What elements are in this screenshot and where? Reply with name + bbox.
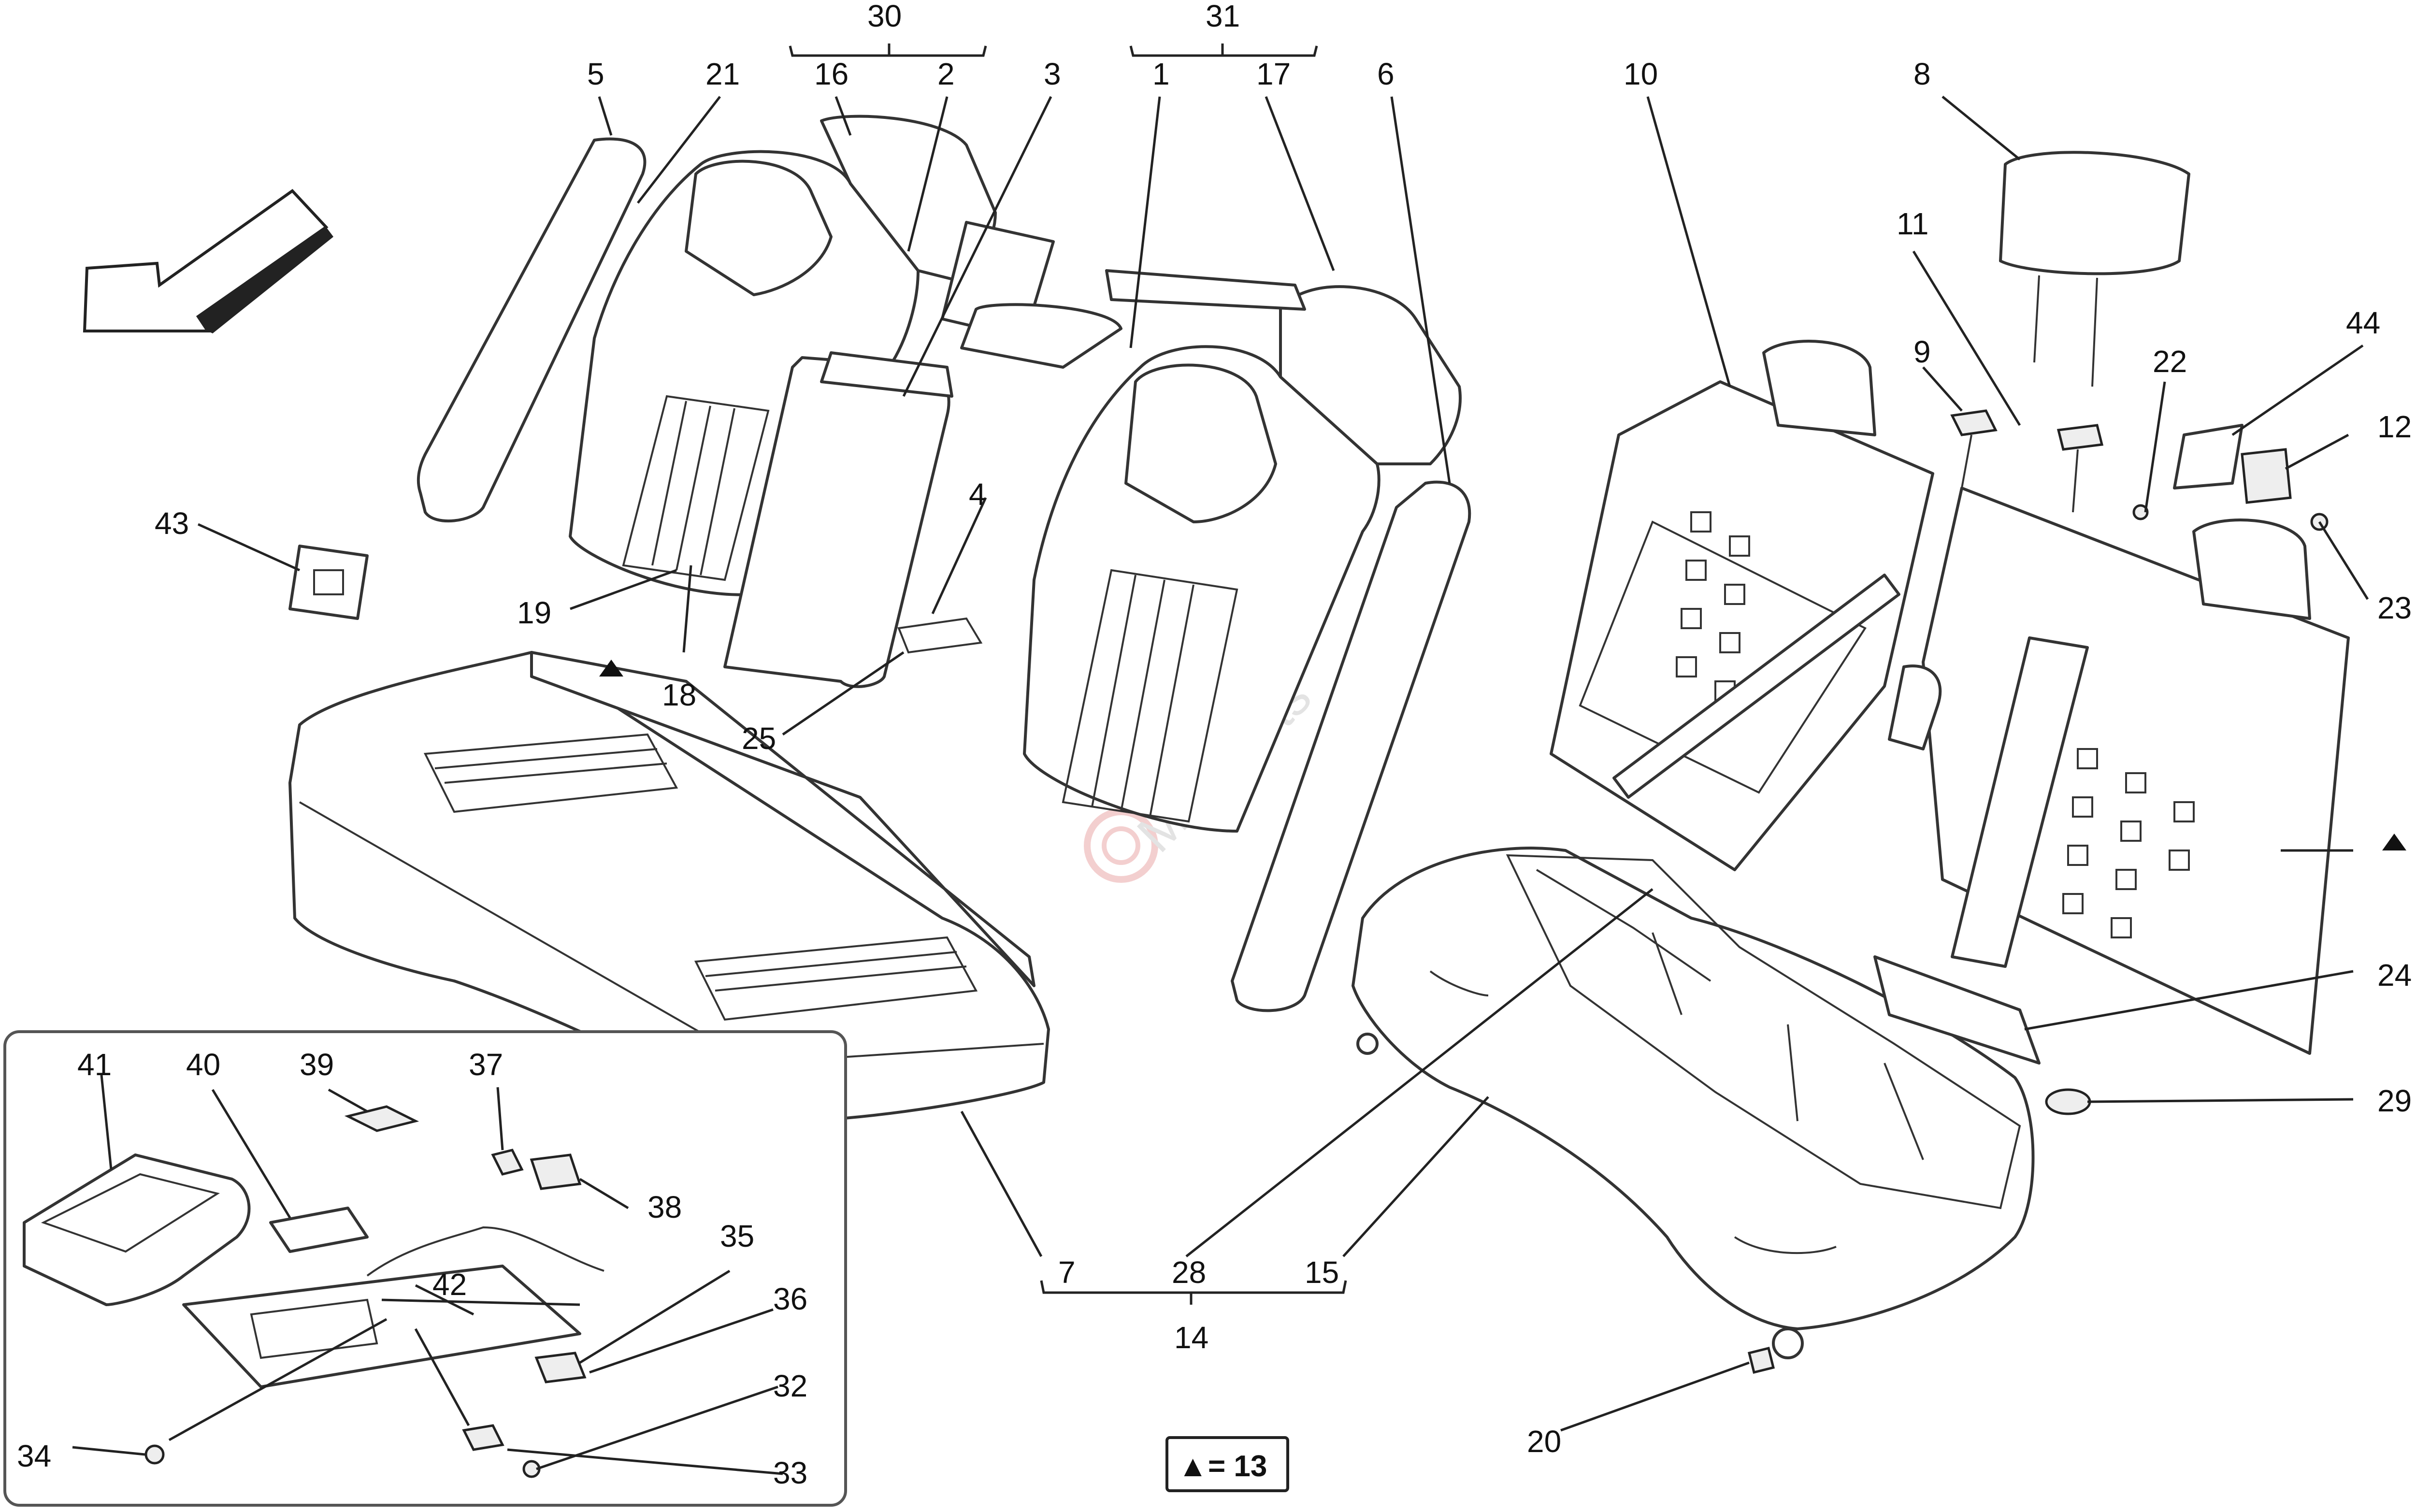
callout-16: 16 (814, 57, 848, 91)
callout-43: 43 (155, 506, 189, 541)
seatback-frame-right (1888, 487, 2350, 1055)
callout-5: 5 (587, 57, 604, 91)
switch-bezel-43 (288, 545, 369, 620)
triangle-marker-icon (599, 660, 2406, 850)
callout-34: 34 (17, 1439, 51, 1473)
callout-labels: 30 31 5 21 16 2 3 1 17 6 10 8 11 9 22 44… (17, 0, 2412, 1490)
seat-side-panel-right (1231, 480, 1471, 1012)
callout-30: 30 (867, 0, 902, 33)
inset-detail-box (3, 1030, 847, 1507)
callout-23: 23 (2377, 590, 2412, 625)
callout-17: 17 (1256, 57, 1291, 91)
callout-36: 36 (773, 1282, 807, 1316)
seatback-left (569, 115, 1055, 596)
cover-plate-44 (2173, 424, 2243, 490)
callout-28: 28 (1172, 1255, 1206, 1290)
callout-39: 39 (300, 1047, 334, 1082)
callout-6: 6 (1377, 57, 1395, 91)
callout-29: 29 (2377, 1083, 2412, 1118)
legend-text: = 13 (1208, 1450, 1267, 1483)
callout-37: 37 (469, 1047, 503, 1082)
callout-7: 7 (1058, 1255, 1076, 1290)
callout-31: 31 (1206, 0, 1240, 33)
callout-15: 15 (1305, 1255, 1339, 1290)
callout-19: 19 (517, 595, 551, 630)
legend-box: ▲ = 13 (1165, 1436, 1289, 1492)
callout-35: 35 (720, 1219, 754, 1253)
callout-12: 12 (2377, 409, 2412, 444)
callout-8: 8 (1913, 57, 1931, 91)
callout-44: 44 (2346, 305, 2380, 340)
callout-14: 14 (1174, 1320, 1208, 1355)
arrow-icon (83, 189, 333, 333)
callout-2: 2 (937, 57, 955, 91)
seatback-frame-left (1550, 340, 1934, 871)
callout-18: 18 (662, 677, 696, 712)
callout-10: 10 (1624, 57, 1658, 91)
seat-side-panel-left (417, 137, 647, 523)
callout-9: 9 (1913, 334, 1931, 369)
callout-25: 25 (742, 721, 776, 756)
callout-38: 38 (647, 1190, 682, 1224)
callout-32: 32 (773, 1368, 807, 1403)
screw-20 (1747, 1327, 1804, 1374)
callout-22: 22 (2153, 344, 2187, 379)
leader-lines (72, 43, 2369, 1475)
headrest (1999, 151, 2190, 387)
bracket-24 (1873, 955, 2041, 1065)
bumper-29 (2045, 1088, 2091, 1115)
callout-41: 41 (77, 1047, 112, 1082)
legend-symbol: ▲ (1178, 1450, 1208, 1483)
callout-11: 11 (1897, 206, 1928, 241)
hinge-12 (2241, 448, 2292, 504)
callout-20: 20 (1527, 1424, 1561, 1459)
callout-1: 1 (1152, 57, 1170, 91)
callout-3: 3 (1044, 57, 1061, 91)
seat-cushion-right (1352, 847, 2035, 1330)
center-armrest (723, 303, 1122, 688)
headrest-guide-9 (1950, 409, 1998, 489)
headrest-guide-11 (2056, 424, 2104, 513)
callout-42: 42 (432, 1267, 467, 1302)
clip-22 (2132, 504, 2149, 520)
callout-21: 21 (705, 57, 740, 91)
callout-40: 40 (186, 1047, 220, 1082)
callout-4: 4 (969, 477, 986, 512)
callout-24: 24 (2377, 958, 2412, 993)
seatback-right (1023, 269, 1462, 833)
callout-33: 33 (773, 1455, 807, 1490)
